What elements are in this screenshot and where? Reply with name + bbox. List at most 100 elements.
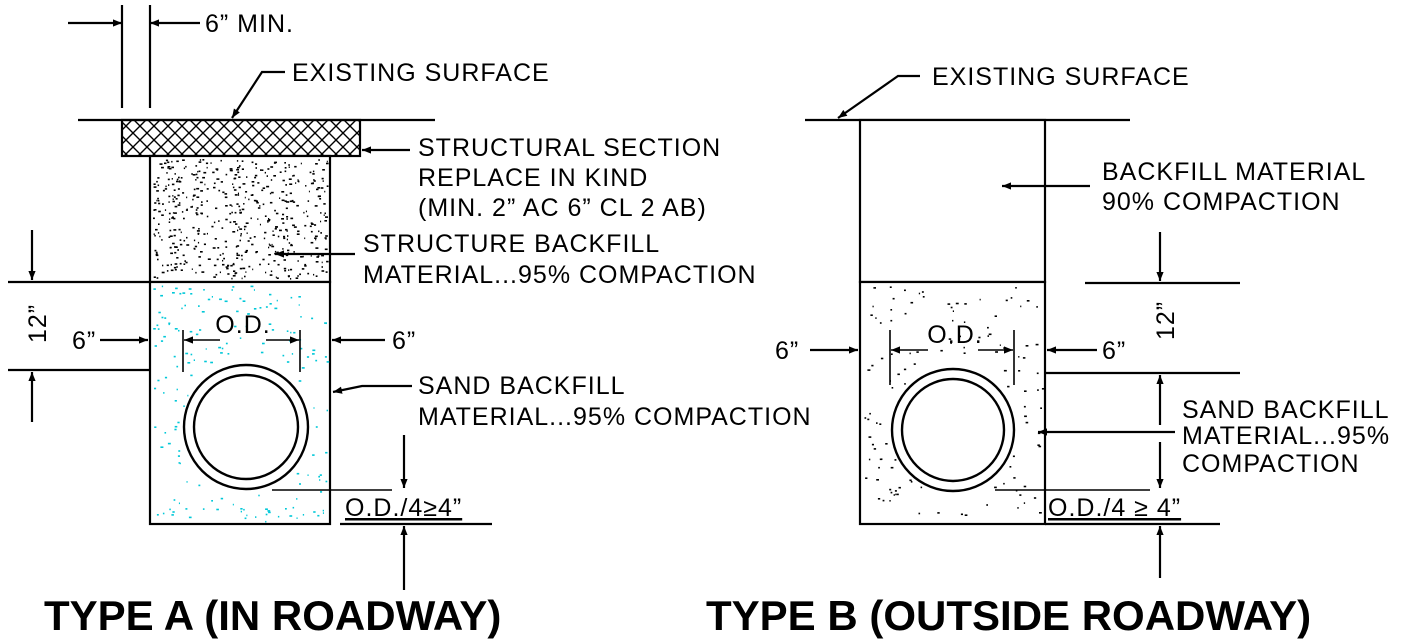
- sand-backfill-stipple-b: [864, 286, 1045, 516]
- stipple-dot: [293, 251, 295, 253]
- stipple-dot: [183, 239, 186, 242]
- stipple-dot: [174, 428, 177, 431]
- stipple-dot: [157, 177, 160, 179]
- stipple-dot: [312, 353, 315, 355]
- stipple-dot: [302, 514, 305, 516]
- stipple-dot: [285, 184, 287, 186]
- stipple-dot: [217, 247, 220, 249]
- structural-section-hatch: [120, 118, 362, 158]
- stipple-dot: [320, 232, 322, 234]
- stipple-dot: [195, 209, 198, 211]
- stipple-dot: [273, 162, 276, 164]
- stipple-dot: [282, 179, 285, 182]
- stipple-dot: [201, 201, 203, 203]
- stipple-dot: [171, 514, 174, 516]
- stipple-dot: [162, 264, 164, 267]
- stipple-dot: [307, 474, 309, 476]
- stipple-dot: [251, 161, 254, 164]
- stipple-dot: [155, 253, 158, 255]
- stipple-dot: [960, 513, 963, 516]
- stipple-dot: [172, 212, 174, 214]
- stipple-dot: [321, 254, 324, 257]
- stipple-dot: [164, 317, 167, 319]
- stipple-dot: [179, 239, 182, 241]
- stipple-dot: [326, 361, 330, 363]
- stipple-dot: [310, 182, 314, 185]
- stipple-dot: [313, 511, 316, 513]
- stipple-dot: [286, 238, 288, 241]
- stipple-dot: [242, 267, 246, 270]
- stipple-dot: [282, 222, 285, 224]
- stipple-dot: [222, 191, 225, 194]
- stipple-dot: [195, 212, 198, 214]
- stipple-dot: [192, 198, 194, 201]
- stipple-dot: [316, 188, 319, 191]
- structural-section-line-3: (MIN. 2” AC 6” CL 2 AB): [418, 194, 707, 222]
- stipple-dot: [326, 162, 329, 165]
- stipple-dot: [272, 230, 274, 232]
- stipple-dot: [179, 262, 182, 265]
- stipple-dot: [296, 204, 299, 207]
- stipple-dot: [198, 264, 202, 267]
- stipple-dot: [963, 352, 966, 354]
- stipple-dot: [287, 201, 290, 203]
- stipple-dot: [871, 443, 874, 446]
- stipple-dot: [301, 367, 305, 369]
- stipple-dot: [877, 498, 881, 500]
- stipple-dot: [317, 255, 320, 257]
- existing-surface-label-b: EXISTING SURFACE: [932, 63, 1190, 91]
- stipple-dot: [310, 230, 313, 233]
- stipple-dot: [267, 221, 269, 223]
- stipple-dot: [164, 209, 167, 211]
- stipple-dot: [323, 203, 326, 205]
- stipple-dot: [318, 159, 320, 161]
- stipple-dot: [267, 219, 270, 222]
- stipple-dot: [238, 166, 240, 169]
- stipple-dot: [177, 194, 180, 197]
- stipple-dot: [181, 307, 183, 310]
- stipple-dot: [237, 167, 239, 169]
- stipple-dot: [264, 231, 267, 234]
- stipple-dot: [267, 263, 270, 265]
- stipple-dot: [323, 214, 325, 216]
- stipple-dot: [170, 252, 173, 255]
- stipple-dot: [288, 242, 291, 244]
- stipple-dot: [176, 257, 179, 259]
- stipple-dot: [284, 170, 287, 173]
- stipple-dot: [292, 506, 295, 509]
- stipple-dot: [255, 200, 258, 202]
- stipple-dot: [195, 165, 198, 167]
- stipple-dot: [995, 351, 998, 353]
- stipple-dot: [870, 314, 873, 316]
- stipple-dot: [232, 183, 234, 185]
- stipple-dot: [309, 225, 312, 228]
- stipple-dot: [176, 160, 179, 163]
- stipple-dot: [171, 166, 174, 169]
- stipple-dot: [879, 458, 883, 461]
- stipple-dot: [885, 443, 888, 445]
- stipple-dot: [214, 238, 217, 240]
- stipple-dot: [300, 347, 303, 350]
- stipple-dot: [239, 165, 241, 167]
- stipple-dot: [267, 168, 270, 170]
- stipple-dot: [325, 235, 328, 237]
- stipple-dot: [909, 479, 912, 482]
- stipple-dot: [233, 189, 237, 191]
- stipple-dot: [227, 273, 230, 275]
- stipple-dot: [1007, 385, 1010, 388]
- stipple-dot: [868, 436, 872, 438]
- stipple-dot: [314, 224, 317, 226]
- stipple-dot: [1041, 388, 1045, 390]
- stipple-dot: [326, 185, 329, 187]
- stipple-dot: [239, 212, 242, 214]
- stipple-dot: [155, 254, 159, 257]
- stipple-dot: [952, 310, 954, 312]
- stipple-dot: [300, 316, 302, 318]
- stipple-dot: [287, 249, 290, 252]
- stipple-dot: [897, 373, 900, 376]
- stipple-dot: [319, 474, 322, 476]
- stipple-dot: [183, 167, 186, 170]
- stipple-dot: [304, 265, 307, 267]
- stipple-dot: [879, 423, 882, 425]
- stipple-dot: [311, 223, 314, 225]
